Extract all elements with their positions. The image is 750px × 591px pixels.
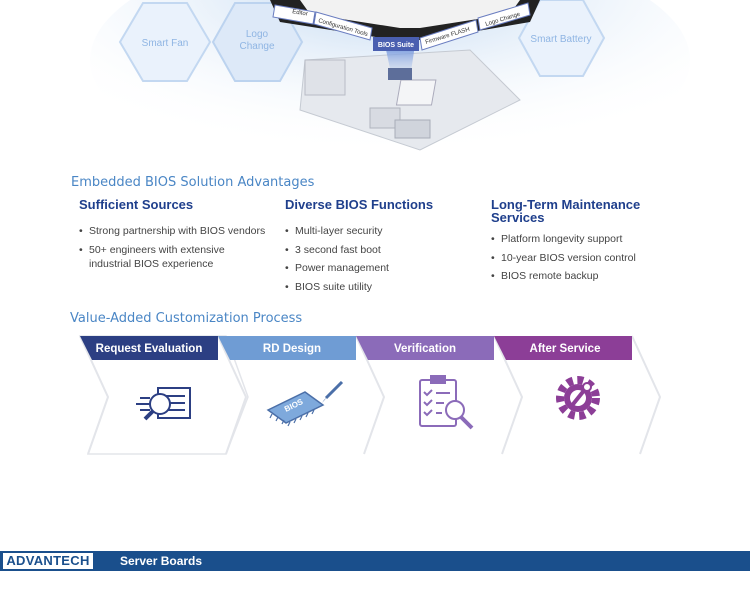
- advantage-column-functions: Diverse BIOS Functions Multi-layer secur…: [285, 198, 475, 298]
- step-verification: Verification: [356, 336, 494, 430]
- column-heading: Diverse BIOS Functions: [285, 197, 434, 212]
- step-label: Verification: [394, 343, 456, 355]
- list-item: BIOS remote backup: [491, 269, 651, 284]
- list-item: Multi-layer security: [285, 224, 475, 239]
- svg-text:Editor: Editor: [292, 9, 308, 18]
- list-item: 50+ engineers with extensive industrial …: [79, 243, 269, 272]
- step-after-service: After Service: [494, 336, 632, 420]
- bios-chip-icon: BIOS: [266, 380, 344, 427]
- list-item: Strong partnership with BIOS vendors: [79, 224, 269, 239]
- hex-logo-change: Logo Change: [211, 2, 304, 82]
- svg-text:BIOS Suite: BIOS Suite: [378, 42, 414, 49]
- document-search-icon: [136, 387, 191, 421]
- bios-chip-graphic: Editor Configuration Tools BIOS Suite Fi…: [270, 0, 540, 51]
- advantage-column-maintenance: Long-Term Maintenance Services Platform …: [491, 198, 651, 288]
- list-item: Platform longevity support: [491, 232, 651, 247]
- footer-bar: ADVANTECH Server Boards: [0, 551, 750, 571]
- advantages-title: Embedded BIOS Solution Advantages: [71, 175, 315, 190]
- step-rd-design: RD Design BIOS: [218, 336, 356, 427]
- process-title: Value-Added Customization Process: [70, 311, 303, 326]
- footer-title: Server Boards: [120, 554, 203, 568]
- checklist-icon: [419, 375, 474, 430]
- list-item: 10-year BIOS version control: [491, 251, 651, 266]
- process-flow: Request Evaluation RD Design: [0, 330, 750, 460]
- column-heading: Long-Term Maintenance Services: [491, 197, 641, 225]
- motherboard-image: [299, 49, 521, 151]
- hex-label-smart-fan: Smart Fan: [142, 38, 189, 49]
- step-request-evaluation: Request Evaluation: [80, 336, 218, 421]
- svg-text:Change: Change: [239, 41, 274, 52]
- svg-text:Logo: Logo: [246, 29, 269, 40]
- hero-illustration: Smart Fan Logo Change Smart Battery Edit…: [0, 0, 750, 165]
- advantage-column-sources: Sufficient Sources Strong partnership wi…: [79, 198, 269, 276]
- gear-wrench-icon: [556, 376, 600, 420]
- list-item: 3 second fast boot: [285, 243, 475, 258]
- list-item: Power management: [285, 261, 475, 276]
- step-label: Request Evaluation: [96, 343, 203, 355]
- column-heading: Sufficient Sources: [79, 197, 194, 212]
- hex-smart-battery: Smart Battery: [517, 0, 606, 77]
- list-item: BIOS suite utility: [285, 280, 475, 295]
- step-label: RD Design: [263, 343, 321, 355]
- step-label: After Service: [530, 343, 601, 355]
- hex-smart-fan: Smart Fan: [118, 2, 212, 82]
- hex-label-smart-battery: Smart Battery: [530, 34, 591, 45]
- advantech-logo[interactable]: ADVANTECH: [3, 553, 93, 569]
